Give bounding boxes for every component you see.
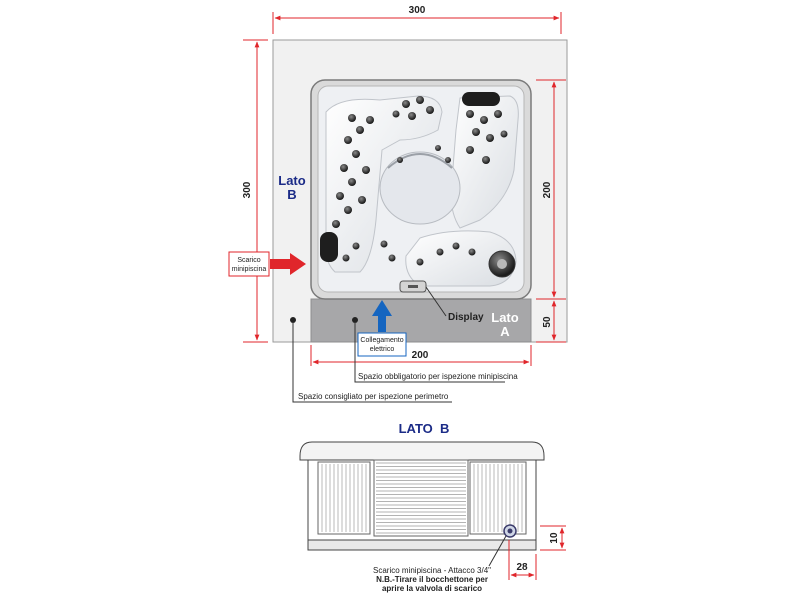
dim-width	[508, 540, 537, 580]
jets	[332, 96, 508, 266]
side-note-line2: N.B.-Tirare il bocchettone per	[376, 575, 488, 584]
lato-a-label-line1: Lato	[491, 310, 519, 325]
side-note-line3: aprire la valvola di scarico	[382, 584, 482, 593]
drain-leader	[488, 535, 507, 567]
leader-spazio-consigliato	[292, 322, 452, 403]
side-view-title: LATO B	[399, 421, 450, 436]
lato-b-label-line1: Lato	[278, 173, 306, 188]
dim-top-value: 300	[409, 5, 426, 16]
spazio-obbligatorio-label: Spazio obbligatorio per ispezione minipi…	[358, 372, 518, 381]
dim-bottom	[310, 345, 532, 366]
collegamento-line2: elettrico	[370, 346, 395, 353]
scarico-line1: Scarico	[237, 257, 260, 264]
dim-left	[243, 39, 268, 343]
dim-right-main-value: 200	[542, 181, 553, 198]
dim-height-value: 10	[549, 532, 560, 544]
scarico-callout-box	[228, 251, 270, 277]
tub-top-view	[310, 79, 532, 300]
arrow-up-icon	[372, 300, 392, 332]
inspection-point-2	[352, 317, 358, 323]
display-label: Display	[448, 312, 484, 323]
dim-right	[536, 79, 566, 343]
inspection-strip	[310, 298, 532, 343]
display-leader	[425, 286, 447, 317]
spazio-consigliato-label: Spazio consigliato per ispezione perimet…	[298, 392, 449, 401]
dim-right-strip-value: 50	[542, 316, 553, 328]
arrow-right-icon	[270, 253, 306, 275]
dim-left-value: 300	[242, 181, 253, 198]
lato-b-label-line2: B	[287, 187, 296, 202]
collegamento-callout-box	[357, 332, 407, 357]
side-note-line1: Scarico minipiscina - Attacco 3/4"	[373, 566, 491, 575]
side-panel-slats	[321, 462, 523, 534]
dim-width-value: 28	[516, 562, 528, 573]
inspection-point-1	[290, 317, 296, 323]
dim-top	[272, 12, 562, 34]
lato-a-label-line2: A	[500, 324, 510, 339]
dim-height	[540, 525, 566, 551]
leader-spazio-obbligatorio	[354, 322, 505, 383]
dim-bottom-value: 200	[412, 350, 429, 361]
scarico-line2: minipiscina	[232, 266, 267, 273]
collegamento-line1: Collegamento	[360, 337, 403, 344]
